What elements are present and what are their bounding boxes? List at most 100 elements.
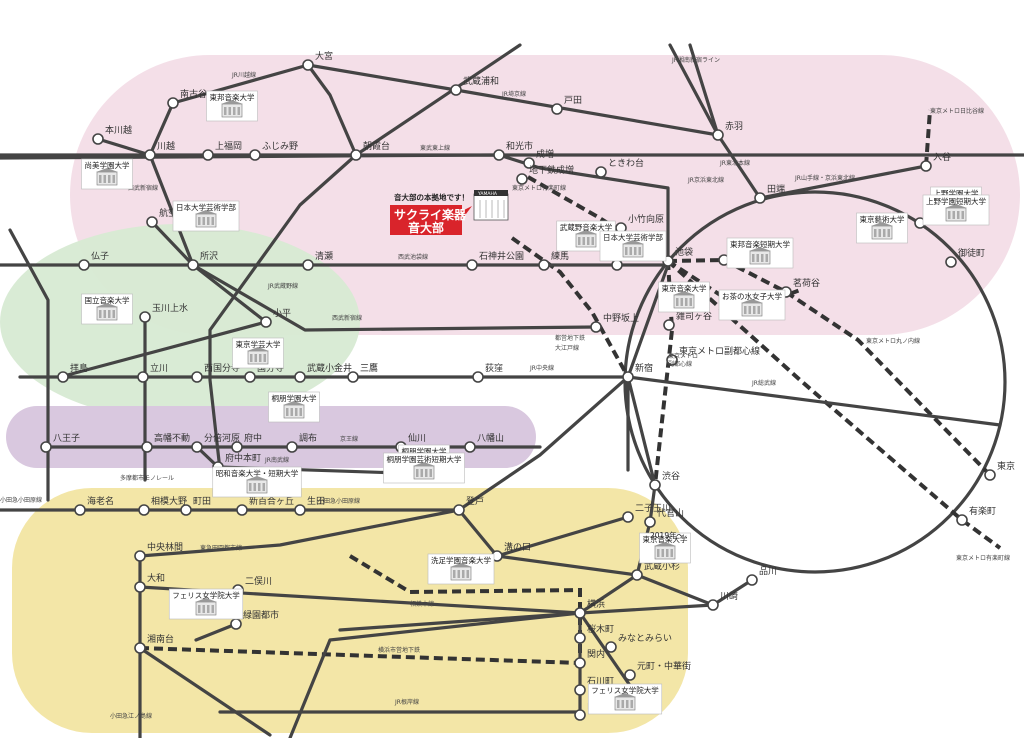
station[interactable]: 武蔵小金井 <box>294 362 352 383</box>
station-node[interactable] <box>144 149 156 161</box>
university-marker[interactable]: 東邦音楽短期大学 <box>726 237 794 269</box>
headquarters-marker[interactable]: 音大部の本拠地です！ サクライ楽器 音大部 YAMAHA <box>390 190 509 235</box>
university-marker[interactable]: 尚美学園大学 <box>81 158 133 190</box>
station-node[interactable] <box>516 173 528 185</box>
station-node[interactable] <box>624 669 636 681</box>
station[interactable]: 関内 <box>574 648 605 669</box>
station[interactable]: 町田 <box>180 496 211 516</box>
station[interactable]: 府中 <box>231 432 262 453</box>
station-node[interactable] <box>574 709 586 721</box>
station[interactable]: 立川 <box>137 362 168 383</box>
station[interactable]: 拝島 <box>57 362 88 383</box>
station[interactable]: 八王子 <box>40 433 80 453</box>
station[interactable]: みなとみらい <box>605 633 672 653</box>
station[interactable]: 練馬 <box>538 250 569 271</box>
station[interactable]: 清瀬 <box>302 250 333 271</box>
station-node[interactable] <box>302 259 314 271</box>
station[interactable]: 海老名 <box>74 495 114 516</box>
station-node[interactable] <box>622 371 634 383</box>
station[interactable]: 玉川上水 <box>139 302 188 323</box>
station[interactable]: 成増 <box>523 148 554 169</box>
station[interactable]: 桜木町 <box>574 623 614 644</box>
station-node[interactable] <box>78 259 90 271</box>
station-node[interactable] <box>231 441 243 453</box>
station-node[interactable] <box>187 259 199 271</box>
station-node[interactable] <box>574 657 586 669</box>
station[interactable]: 元町・中華街 <box>624 660 691 681</box>
station-node[interactable] <box>249 149 261 161</box>
station-node[interactable] <box>493 149 505 161</box>
station-node[interactable] <box>538 259 550 271</box>
station[interactable]: 有楽町 <box>956 505 996 526</box>
station[interactable]: 三鷹 <box>347 362 378 383</box>
station-node[interactable] <box>595 166 607 178</box>
station[interactable]: 調布 <box>286 432 317 453</box>
station-node[interactable] <box>622 511 634 523</box>
university-marker[interactable]: 東邦音楽大学 <box>206 90 258 122</box>
station-node[interactable] <box>139 311 151 323</box>
station-node[interactable] <box>294 504 306 516</box>
station[interactable]: 分倍河原 <box>191 432 240 453</box>
station-node[interactable] <box>472 371 484 383</box>
station[interactable]: 赤羽 <box>712 121 743 141</box>
station[interactable]: 国分寺 <box>244 363 284 383</box>
station-node[interactable] <box>663 319 675 331</box>
station-node[interactable] <box>450 84 462 96</box>
station[interactable]: 大和 <box>134 572 165 593</box>
station[interactable]: 相模大野 <box>138 495 187 516</box>
station-node[interactable] <box>286 441 298 453</box>
university-marker[interactable]: 桐朋学園大学 <box>268 391 320 423</box>
station[interactable]: 荻窪 <box>472 362 503 383</box>
station-node[interactable] <box>466 259 478 271</box>
station[interactable]: 本川越 <box>92 124 132 145</box>
station[interactable]: 新百合ヶ丘 <box>236 495 294 516</box>
station-node[interactable] <box>146 216 158 228</box>
station-node[interactable] <box>574 632 586 644</box>
station[interactable]: 西国分寺 <box>191 363 240 383</box>
university-marker[interactable]: 東京学芸大学 <box>232 337 284 369</box>
university-marker[interactable]: 東京藝術大学 <box>856 212 908 244</box>
station-node[interactable] <box>134 581 146 593</box>
station-node[interactable] <box>590 321 602 333</box>
university-marker[interactable]: 上野学園短期大学 <box>922 194 990 226</box>
station[interactable]: 湘南台 <box>134 633 174 654</box>
station-node[interactable] <box>945 256 957 268</box>
station-node[interactable] <box>551 103 563 115</box>
station[interactable]: 石川町 <box>574 677 614 696</box>
station-node[interactable] <box>167 97 179 109</box>
station-node[interactable] <box>746 574 758 586</box>
station-node[interactable] <box>984 469 996 481</box>
university-marker[interactable]: 昭和音楽大学・短期大学 <box>212 466 302 498</box>
university-marker[interactable]: 日本大学芸術学部 <box>599 230 667 262</box>
station-node[interactable] <box>649 479 661 491</box>
station[interactable]: 所沢 <box>187 250 218 271</box>
station[interactable]: 川崎 <box>707 590 738 611</box>
station-node[interactable] <box>707 599 719 611</box>
station[interactable]: 南古谷 <box>167 88 207 109</box>
station-node[interactable] <box>574 684 586 696</box>
station-node[interactable] <box>453 504 465 516</box>
university-marker[interactable]: お茶の水女子大学 <box>718 289 786 321</box>
station-node[interactable] <box>631 569 643 581</box>
station[interactable]: ときわ台 <box>595 157 644 178</box>
station[interactable]: 生田 <box>294 495 325 516</box>
station[interactable]: 東京メトロ副都心線 <box>666 345 760 366</box>
station[interactable]: 雑司ヶ谷 <box>663 310 712 331</box>
station[interactable]: 二子玉川 <box>622 503 671 523</box>
station-node[interactable] <box>920 160 932 172</box>
university-marker[interactable]: フェリス女学院大学 <box>587 683 663 715</box>
station[interactable]: 溝の口 <box>491 541 531 562</box>
station[interactable]: 田端 <box>754 183 785 204</box>
station-node[interactable] <box>134 550 146 562</box>
station-node[interactable] <box>574 607 586 619</box>
station[interactable]: 地下鉄成増 <box>516 164 574 185</box>
university-marker[interactable]: 日本大学芸術学部 <box>172 200 240 232</box>
station[interactable]: 八幡山 <box>464 432 504 453</box>
station[interactable]: 小竹向原 <box>615 213 664 234</box>
station-node[interactable] <box>40 441 52 453</box>
station-node[interactable] <box>644 516 656 528</box>
station-node[interactable] <box>666 354 678 366</box>
station[interactable]: 川越 <box>144 140 175 161</box>
station[interactable]: 代官山 <box>644 507 684 528</box>
station[interactable]: 入谷 <box>920 152 951 172</box>
